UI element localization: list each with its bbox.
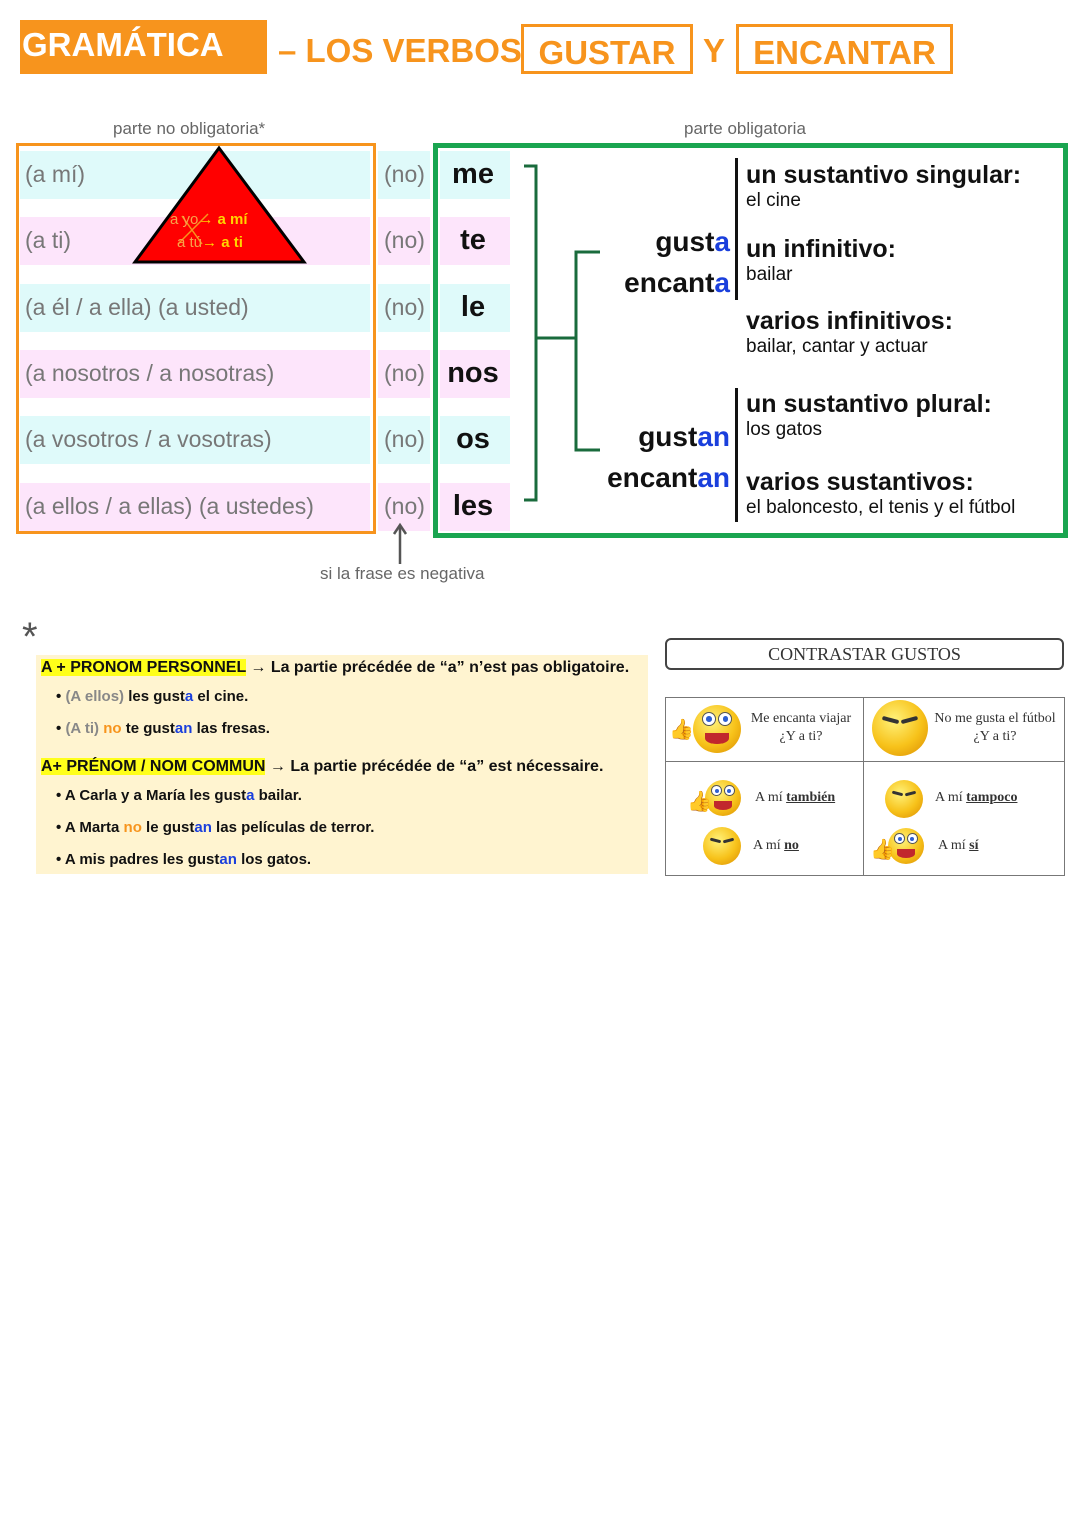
- answer-no: A mí no: [753, 838, 799, 853]
- row-preposition: (a mí): [25, 161, 86, 187]
- row-preposition: (a él / a ella) (a usted): [25, 293, 249, 320]
- complement-plural-noun: un sustantivo plural:los gatos: [746, 390, 992, 440]
- row-pronoun: le: [460, 290, 486, 323]
- note-example-5: • A mis padres les gustan los gatos.: [56, 851, 312, 868]
- contrast-table: [665, 697, 1065, 876]
- optional-part-box: [16, 143, 376, 534]
- title-text: – LOS VERBOS: [278, 32, 522, 69]
- table-divider: [665, 761, 1065, 762]
- row-band: [440, 416, 510, 465]
- optional-label: parte no obligatoria*: [113, 119, 266, 138]
- complement-singular-noun: un sustantivo singular:el cine: [746, 161, 1022, 211]
- happy-face-icon: [705, 780, 741, 816]
- grumpy-face-icon: [703, 827, 741, 865]
- thumbs-up-icon: 👍: [687, 791, 712, 813]
- complement-infinitives: varios infinitivos:bailar, cantar y actu…: [746, 307, 953, 357]
- verb-gustan: gustan: [638, 421, 730, 452]
- row-band: [440, 349, 510, 398]
- row-preposition: (a ti): [25, 227, 71, 254]
- row-band: [378, 349, 430, 398]
- row-pronoun: me: [452, 158, 494, 190]
- title-gustar: GUSTAR: [521, 24, 693, 74]
- row-band: [440, 283, 510, 332]
- row-band: [440, 217, 510, 266]
- row-band: [378, 416, 430, 465]
- triangle-line-1: a yo→ a mí: [170, 211, 248, 228]
- row-band: [378, 151, 430, 199]
- negative-label: si la frase es negativa: [320, 564, 485, 583]
- triangle-warning: [132, 145, 307, 264]
- row-negation: (no): [384, 492, 425, 519]
- question-dislikes: No me gusta el fútbol¿Y a ti?: [934, 711, 1056, 744]
- bracket-lines: [524, 164, 600, 502]
- verb-encanta: encanta: [624, 267, 730, 298]
- row-band: [20, 349, 370, 398]
- row-negation: (no): [384, 161, 425, 187]
- row-band: [378, 217, 430, 266]
- row-band: [440, 482, 510, 531]
- mandatory-part-box: [433, 143, 1068, 538]
- row-preposition: (a vosotros / a vosotras): [25, 426, 272, 453]
- contrast-title: CONTRASTAR GUSTOS: [665, 638, 1064, 670]
- question-likes: Me encanta viajar¿Y a ti?: [750, 711, 852, 744]
- row-negation: (no): [384, 359, 425, 386]
- row-negation: (no): [384, 227, 425, 254]
- happy-face-icon: [693, 705, 741, 753]
- note-example-2: • (A ti) no te gustan las fresas.: [56, 720, 270, 737]
- row-band: [20, 482, 370, 531]
- note-example-3: • A Carla y a María les gusta bailar.: [56, 787, 302, 804]
- answer-tambien: A mí también: [755, 790, 836, 805]
- mandatory-label: parte obligatoria: [684, 119, 806, 138]
- row-preposition: (a nosotros / a nosotras): [25, 359, 275, 386]
- asterisk: *: [22, 615, 38, 659]
- title-badge: GRAMÁTICA: [20, 20, 267, 74]
- row-band: [378, 283, 430, 332]
- answer-tampoco: A mí tampoco: [935, 790, 1018, 805]
- row-preposition: (a ellos / a ellas) (a ustedes): [25, 492, 314, 519]
- thumbs-up-icon: 👍: [669, 719, 694, 741]
- row-negation: (no): [384, 293, 425, 320]
- happy-face-icon: [888, 828, 924, 864]
- title-encantar: ENCANTAR: [736, 24, 953, 74]
- note-heading-1: A + PRONOM PERSONNEL → La partie précédé…: [41, 659, 630, 676]
- row-band: [378, 482, 430, 531]
- title-joiner: Y: [703, 32, 726, 69]
- note-box: A + PRONOM PERSONNEL → La partie précédé…: [36, 655, 648, 874]
- row-pronoun: nos: [447, 356, 499, 389]
- divider-singular: [735, 158, 738, 300]
- note-heading-2: A+ PRÉNOM / NOM COMMUN → La partie précé…: [41, 758, 604, 775]
- complement-infinitive: un infinitivo:bailar: [746, 235, 896, 285]
- thumbs-up-icon: 👍: [870, 839, 895, 861]
- note-example-4: • A Marta no le gustan las películas de …: [56, 819, 375, 836]
- divider-plural: [735, 388, 738, 522]
- complement-nouns: varios sustantivos:el baloncesto, el ten…: [746, 468, 1016, 518]
- answer-si: A mí sí: [938, 838, 979, 853]
- row-band: [440, 151, 510, 199]
- grumpy-face-icon: [885, 780, 923, 818]
- triangle-line-2: a tú→ a ti: [177, 234, 243, 251]
- row-band: [20, 416, 370, 465]
- note-example-1: • (A ellos) les gusta el cine.: [56, 688, 249, 705]
- row-pronoun: te: [460, 224, 486, 257]
- row-pronoun: os: [456, 423, 490, 456]
- row-negation: (no): [384, 426, 425, 453]
- row-pronoun: les: [452, 489, 494, 522]
- grumpy-face-icon: [872, 700, 928, 756]
- table-divider: [863, 697, 864, 876]
- arrow-up-icon: [392, 522, 408, 564]
- row-band: [20, 283, 370, 332]
- verb-gusta: gusta: [655, 226, 730, 257]
- verb-encantan: encantan: [607, 462, 730, 493]
